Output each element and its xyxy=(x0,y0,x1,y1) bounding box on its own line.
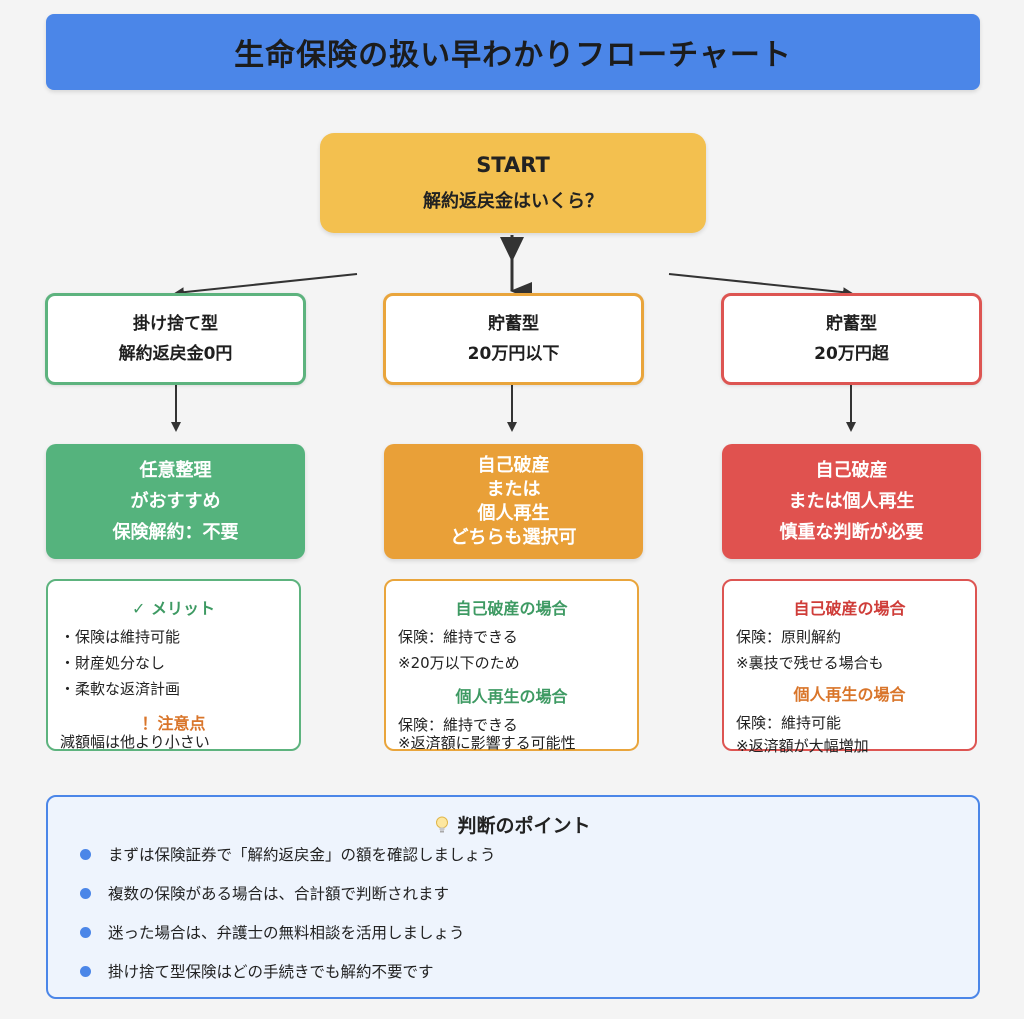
bankruptcy-heading: 自己破産の場合 xyxy=(455,599,568,618)
lightbulb-icon xyxy=(436,816,449,833)
result-line: 自己破産 xyxy=(815,460,888,481)
arrow-start-to-left xyxy=(174,273,358,298)
rehab-heading: 個人再生の場合 xyxy=(455,687,568,706)
bullet-dot-icon xyxy=(80,888,91,899)
type-box-savings-under-200k: 貯蓄型 20万円以下 xyxy=(383,293,644,385)
summary-item: 複数の保険がある場合は、合計額で判断されます xyxy=(80,882,496,921)
result-line: 自己破産 xyxy=(477,454,550,476)
arrow-start-middle-head xyxy=(500,237,524,262)
detail-box-orange: 自己破産の場合 保険：維持できる ※20万以下のため 個人再生の場合 保険：維持… xyxy=(384,579,639,752)
detail-box-green: ✓ メリット ・保険は維持可能 ・財産処分なし ・柔軟な返済計画 ！注意点 減額… xyxy=(46,579,301,751)
bullet-dot-icon xyxy=(80,849,91,860)
caution-heading: ！注意点 xyxy=(141,714,206,733)
arrow-start-to-right xyxy=(668,273,853,298)
bullet-dot-icon xyxy=(80,966,91,977)
detail-line: ※返済額が大幅増加 xyxy=(736,737,869,755)
start-node: START 解約返戻金はいくら？ xyxy=(320,133,706,233)
summary-list: まずは保険証券で「解約返戻金」の額を確認しましょう 複数の保険がある場合は、合計… xyxy=(80,843,496,999)
summary-item-text: 掛け捨て型保険はどの手続きでも解約不要です xyxy=(108,963,434,981)
detail-box-red: 自己破産の場合 保険：原則解約 ※裏技で残せる場合も 個人再生の場合 保険：維持… xyxy=(722,579,977,755)
type-box-savings-over-200k: 貯蓄型 20万円超 xyxy=(721,293,982,385)
page-title: 生命保険の扱い早わかりフローチャート xyxy=(234,38,792,73)
result-line: 個人再生 xyxy=(477,502,550,524)
detail-line: 保険：維持可能 xyxy=(736,714,842,732)
type-name: 貯蓄型 xyxy=(826,314,877,334)
detail-line: 保険：維持できる xyxy=(398,716,518,734)
detail-line: ※裏技で残せる場合も xyxy=(736,654,884,672)
judgment-points-panel: 判断のポイント まずは保険証券で「解約返戻金」の額を確認しましょう 複数の保険が… xyxy=(46,795,980,999)
merit-heading: ✓ メリット xyxy=(132,599,215,618)
bullet-dot-icon xyxy=(80,927,91,938)
summary-item: まずは保険証券で「解約返戻金」の額を確認しましょう xyxy=(80,843,496,882)
type-condition: 解約返戻金0円 xyxy=(118,344,233,364)
result-line: または xyxy=(486,478,541,500)
summary-title: 判断のポイント xyxy=(457,815,591,837)
detail-line: 保険：原則解約 xyxy=(736,628,842,646)
type-name: 掛け捨て型 xyxy=(133,314,218,334)
result-line: 任意整理 xyxy=(139,460,212,481)
summary-item: 迷った場合は、弁護士の無料相談を活用しましょう xyxy=(80,921,496,960)
type-box-kakesute: 掛け捨て型 解約返戻金0円 xyxy=(45,293,306,385)
type-condition: 20万円超 xyxy=(814,344,889,364)
summary-heading: 判断のポイント xyxy=(48,811,978,838)
result-bankruptcy-or-rehab: 自己破産 または 個人再生 どちらも選択可 xyxy=(384,444,643,559)
summary-item-text: 迷った場合は、弁護士の無料相談を活用しましょう xyxy=(108,924,465,942)
result-line: 慎重な判断が必要 xyxy=(779,522,924,543)
type-name: 貯蓄型 xyxy=(488,314,539,334)
start-label: START xyxy=(476,153,550,177)
title-banner: 生命保険の扱い早わかりフローチャート xyxy=(46,14,980,90)
result-careful-judgment: 自己破産 または個人再生 慎重な判断が必要 xyxy=(722,444,981,559)
caution-text: 減額幅は他より小さい xyxy=(60,733,210,751)
rehab-heading: 個人再生の場合 xyxy=(793,685,906,704)
start-question: 解約返戻金はいくら？ xyxy=(423,191,603,212)
detail-line: 保険：維持できる xyxy=(398,628,518,646)
merit-item: ・柔軟な返済計画 xyxy=(60,680,181,698)
summary-item-text: まずは保険証券で「解約返戻金」の額を確認しましょう xyxy=(108,846,496,864)
result-line: または個人再生 xyxy=(788,491,915,512)
detail-line: ※20万以下のため xyxy=(398,654,520,672)
type-condition: 20万円以下 xyxy=(467,344,560,364)
result-line: どちらも選択可 xyxy=(450,526,577,548)
merit-item: ・財産処分なし xyxy=(60,654,166,672)
summary-item: 掛け捨て型保険はどの手続きでも解約不要です xyxy=(80,960,496,999)
merit-item: ・保険は維持可能 xyxy=(60,628,181,646)
summary-item-text: 複数の保険がある場合は、合計額で判断されます xyxy=(108,885,450,903)
detail-line: ※返済額に影響する可能性 xyxy=(398,734,576,752)
result-line: 保険解約：不要 xyxy=(112,522,239,543)
result-voluntary-arrangement: 任意整理 がおすすめ 保険解約：不要 xyxy=(46,444,305,559)
bankruptcy-heading: 自己破産の場合 xyxy=(793,599,906,618)
result-line: がおすすめ xyxy=(130,491,221,512)
